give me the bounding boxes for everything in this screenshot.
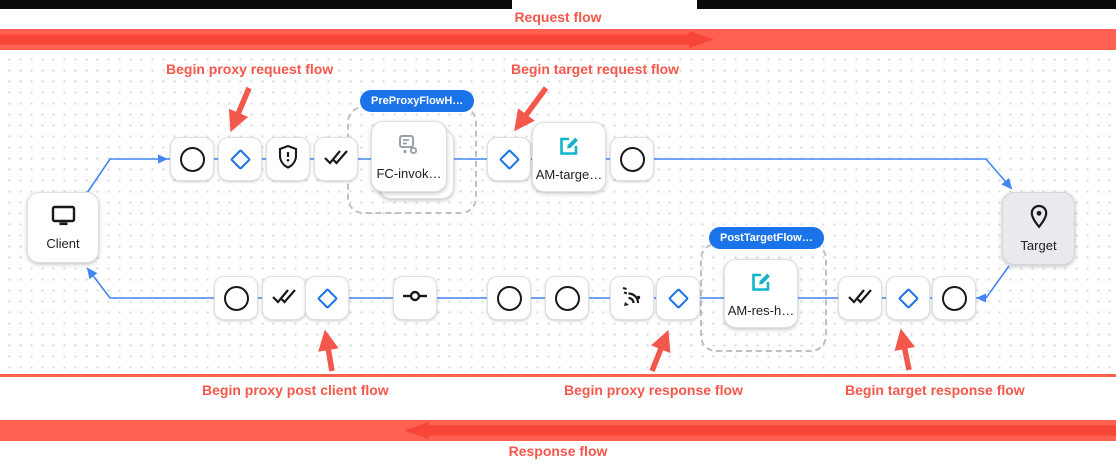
circle-step-icon <box>179 146 205 172</box>
target-response-policy-step-node[interactable] <box>838 276 882 320</box>
request-direction-arrow <box>0 31 714 48</box>
post-client-policy-step-node[interactable] <box>262 276 306 320</box>
pre-proxy-flowhook-badge[interactable]: PreProxyFlowH… <box>360 90 475 112</box>
target-label: Target <box>1020 238 1057 253</box>
diamond-flow-icon <box>667 287 689 309</box>
proxy-request-flow-step-node[interactable] <box>218 137 262 181</box>
am-target-policy-node[interactable]: AM-targe… <box>532 122 606 192</box>
request-end-step-node[interactable] <box>610 137 654 181</box>
monitor-icon <box>50 204 77 233</box>
response-direction-arrow <box>404 422 1116 439</box>
canvas-bottom-red-rule <box>0 374 1116 377</box>
response-flow-band <box>0 420 1116 441</box>
request-flow-label: Request flow <box>514 9 602 25</box>
post-target-flowhook-badge[interactable]: PostTargetFlow… <box>709 227 824 249</box>
response-flow-label: Response flow <box>508 443 608 459</box>
route-icon <box>402 289 428 308</box>
response-end-step-node[interactable] <box>214 276 258 320</box>
flow-editor-canvas[interactable] <box>0 50 1116 374</box>
am-target-policy-label: AM-targe… <box>535 166 603 182</box>
proxy-response-start-step-node[interactable] <box>487 276 531 320</box>
message-logging-step-node[interactable] <box>610 276 654 320</box>
post-client-annotation: Begin proxy post client flow <box>202 382 389 398</box>
target-response-flow-step-node[interactable] <box>886 276 930 320</box>
location-pin-icon <box>1027 204 1051 235</box>
response-start-step-node[interactable] <box>932 276 976 320</box>
circle-step-icon <box>941 285 967 311</box>
edit-icon <box>748 269 774 300</box>
quota-policy-step-node[interactable] <box>314 137 358 181</box>
double-check-icon <box>271 285 297 312</box>
am-response-policy-label: AM-res-h… <box>727 303 795 318</box>
edit-icon <box>556 133 582 164</box>
flow-callout-icon <box>396 132 422 163</box>
am-response-policy-node[interactable]: AM-res-h… <box>724 259 798 328</box>
double-check-icon <box>847 285 873 312</box>
fc-policy-node[interactable]: FC-invok… <box>371 121 447 192</box>
top-window-bar-right <box>697 0 1116 9</box>
client-label: Client <box>46 236 80 251</box>
proxy-post-client-flow-step-node[interactable] <box>305 276 349 320</box>
top-window-bar-left <box>0 0 512 9</box>
security-policy-step-node[interactable] <box>266 137 310 181</box>
proxy-response-annotation: Begin proxy response flow <box>564 382 743 398</box>
route-step-node[interactable] <box>393 276 437 320</box>
signal-icon <box>619 283 645 314</box>
circle-step-icon <box>496 285 522 311</box>
circle-step-icon <box>223 285 249 311</box>
diamond-flow-icon <box>498 148 520 170</box>
target-node[interactable]: Target <box>1002 192 1075 265</box>
target-request-flow-step-node[interactable] <box>487 137 531 181</box>
circle-step-icon <box>554 285 580 311</box>
proxy-request-annotation: Begin proxy request flow <box>166 61 334 77</box>
diamond-flow-icon <box>229 148 251 170</box>
diamond-flow-icon <box>316 287 338 309</box>
proxy-response-end-step-node[interactable] <box>545 276 589 320</box>
target-response-annotation: Begin target response flow <box>845 382 1025 398</box>
target-request-annotation: Begin target request flow <box>511 61 680 77</box>
proxy-response-flow-step-node[interactable] <box>656 276 700 320</box>
request-start-step-node[interactable] <box>170 137 214 181</box>
double-check-icon <box>323 146 349 173</box>
diamond-flow-icon <box>897 287 919 309</box>
fc-policy-label: FC-invok… <box>376 166 442 181</box>
client-node[interactable]: Client <box>27 192 99 263</box>
request-flow-band <box>0 29 1116 50</box>
shield-icon <box>276 144 300 175</box>
circle-step-icon <box>619 146 645 172</box>
